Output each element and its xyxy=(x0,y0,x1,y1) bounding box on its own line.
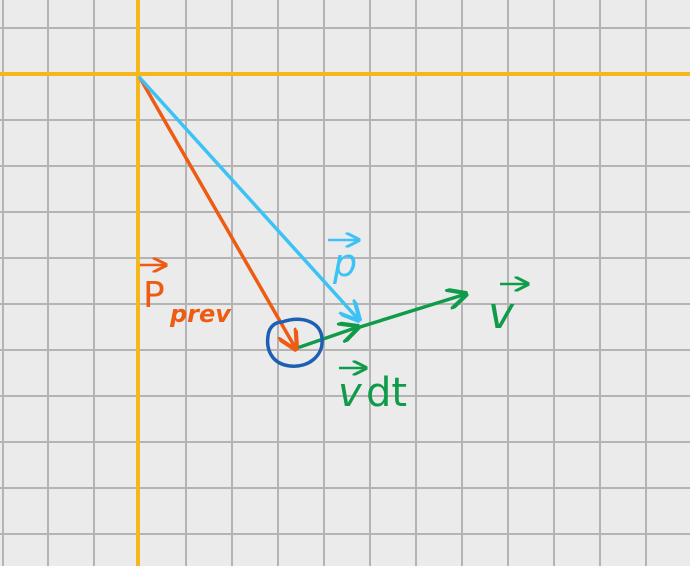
vdt-label-v: v xyxy=(338,370,363,416)
v-label: v xyxy=(488,288,515,339)
p-label: p xyxy=(332,241,357,285)
p-vector xyxy=(138,76,359,320)
p-label-group: p xyxy=(328,240,359,285)
p-prev-label-main: P xyxy=(143,275,165,316)
v-vector xyxy=(358,294,466,329)
vdt-label-group: v dt xyxy=(338,368,407,416)
p-prev-label-group: P prev xyxy=(140,265,232,328)
v-label-group: v xyxy=(488,284,528,339)
v-dt-vector xyxy=(298,327,358,349)
p-prev-vector xyxy=(138,76,296,349)
p-prev-label-sub: prev xyxy=(169,300,232,328)
highlight-circle xyxy=(265,317,324,368)
vdt-label-dt: dt xyxy=(366,370,407,416)
